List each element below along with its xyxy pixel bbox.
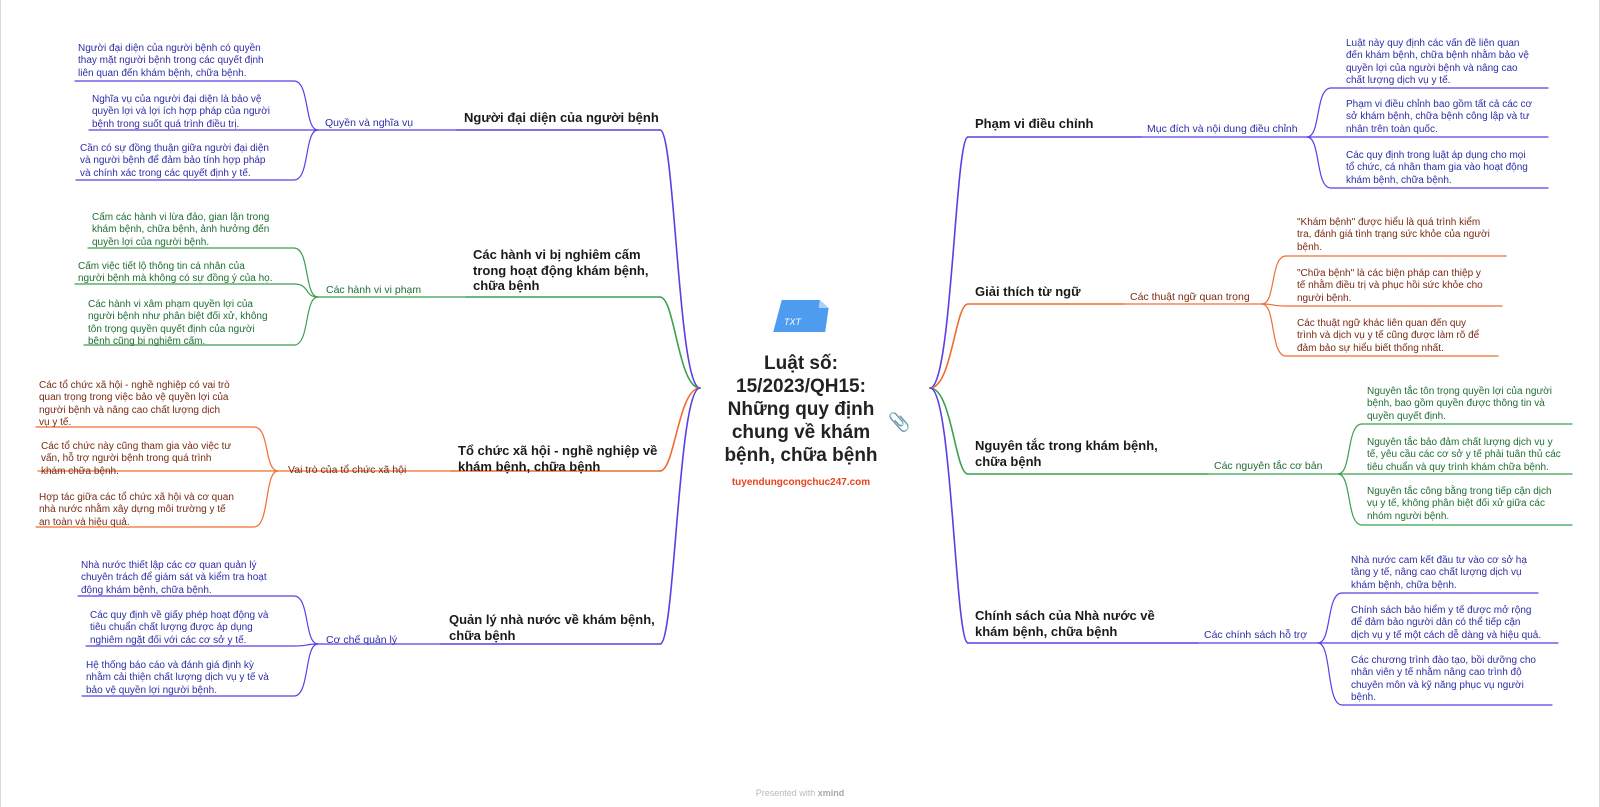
branch-left-3-sub[interactable]: Cơ chế quản lý (326, 634, 398, 646)
branch-right-1-leaf-2[interactable]: Các thuật ngữ khác liên quan đến quy trì… (1297, 318, 1480, 354)
branch-right-1-title[interactable]: Giải thích từ ngữ (975, 284, 1081, 299)
branch-left-1-leaf-0[interactable]: Cấm các hành vi lừa đảo, gian lận trong … (92, 212, 270, 248)
connector-left-0-trunk (659, 129, 701, 389)
connector-right-3-trunk (929, 387, 969, 644)
connector-left-2-leaf-2 (35, 470, 279, 528)
branch-left-0-leaf-2[interactable]: Cần có sự đồng thuận giữa người đại diện… (80, 143, 269, 179)
connector-left-3-leaf-0 (77, 595, 319, 645)
txt-icon-label: TXT (784, 317, 803, 327)
connector-right-2-leaf-2 (1337, 473, 1573, 526)
footer-prefix: Presented with (755, 788, 816, 798)
branch-right-1-leaf-0[interactable]: "Khám bệnh" được hiểu là quá trình kiểm … (1297, 217, 1490, 253)
connector-right-2-leaf-0 (1337, 423, 1573, 475)
branch-left-1-leaf-2[interactable]: Các hành vi xâm phạm quyền lợi của người… (88, 299, 268, 348)
branch-right-0-leaf-0[interactable]: Luật này quy định các vấn đề liên quan đ… (1346, 38, 1529, 87)
central-topic-url[interactable]: tuyendungcongchuc247.com (731, 477, 871, 488)
connector-left-0-leaf-2 (75, 129, 319, 181)
connector-right-1-leaf-0 (1261, 255, 1507, 305)
footer-credit: Presented with xmind (0, 788, 1600, 798)
branch-left-1-title[interactable]: Các hành vi bị nghiêm cấm trong hoạt độn… (473, 247, 649, 293)
branch-left-3-title[interactable]: Quản lý nhà nước về khám bệnh, chữa bệnh (449, 612, 655, 643)
connector-right-2-trunk (929, 387, 969, 475)
connector-left-3-trunk (659, 387, 701, 645)
connector-left-3-leaf-2 (81, 643, 319, 697)
attachment-icon[interactable]: 📎 (888, 412, 911, 432)
branch-right-3-leaf-1[interactable]: Chính sách bảo hiểm y tế được mở rộng để… (1351, 605, 1542, 641)
connector-right-3-leaf-2 (1317, 642, 1553, 706)
branch-right-2-leaf-0[interactable]: Nguyên tắc tôn trọng quyền lợi của người… (1367, 386, 1552, 422)
branch-right-0-leaf-2[interactable]: Các quy định trong luật áp dụng cho mọi … (1346, 150, 1528, 186)
branch-right-2-leaf-2[interactable]: Nguyên tắc công bằng trong tiếp cận dịch… (1367, 486, 1552, 522)
central-topic-title[interactable]: Luật số: 15/2023/QH15: Những quy định ch… (724, 353, 878, 466)
connector-right-1-leaf-1 (1261, 303, 1503, 307)
connector-right-1-leaf-2 (1261, 303, 1499, 357)
branch-left-0-sub[interactable]: Quyền và nghĩa vụ (325, 117, 414, 129)
branch-right-3-sub[interactable]: Các chính sách hỗ trợ (1204, 629, 1308, 641)
branch-left-2-leaf-0[interactable]: Các tổ chức xã hội - nghề nghiệp có vai … (39, 380, 230, 429)
branch-left-3-leaf-0[interactable]: Nhà nước thiết lập các cơ quan quản lý c… (81, 560, 267, 596)
branch-right-3-leaf-2[interactable]: Các chương trình đào tạo, bồi dưỡng cho … (1351, 655, 1536, 704)
connector-right-0-trunk (929, 136, 969, 389)
connector-left-2-leaf-0 (35, 426, 279, 472)
branch-right-1-leaf-1[interactable]: "Chữa bệnh" là các biện pháp can thiệp y… (1297, 268, 1483, 304)
connector-left-1-trunk (659, 296, 701, 389)
branch-left-1-leaf-1[interactable]: Cấm việc tiết lộ thông tin cá nhân của n… (78, 261, 273, 285)
branch-left-2-sub[interactable]: Vai trò của tổ chức xã hội (288, 464, 407, 476)
connector-right-0-leaf-0 (1306, 87, 1549, 138)
branch-right-1-sub[interactable]: Các thuật ngữ quan trọng (1130, 291, 1250, 303)
connector-left-2-trunk (659, 387, 701, 472)
connector-left-3-leaf-1 (85, 643, 319, 647)
branch-left-2-leaf-1[interactable]: Các tổ chức này cũng tham gia vào việc t… (41, 441, 232, 477)
connector-right-1-trunk (929, 303, 969, 389)
connector-right-0-leaf-2 (1306, 136, 1549, 189)
branch-right-0-leaf-1[interactable]: Phạm vi điều chỉnh bao gồm tất cả các cơ… (1346, 99, 1533, 135)
branch-right-0-title[interactable]: Phạm vi điều chỉnh (975, 116, 1094, 131)
branch-right-3-leaf-0[interactable]: Nhà nước cam kết đầu tư vào cơ sở hạ tần… (1351, 555, 1527, 591)
page-frame-left (0, 0, 1, 807)
connector-right-3-leaf-0 (1317, 592, 1539, 644)
branch-left-2-leaf-2[interactable]: Hợp tác giữa các tổ chức xã hội và cơ qu… (39, 492, 234, 528)
txt-file-icon[interactable]: TXT (772, 298, 830, 336)
branch-right-2-sub[interactable]: Các nguyên tắc cơ bản (1214, 460, 1323, 472)
branch-right-2-title[interactable]: Nguyên tắc trong khám bệnh, chữa bệnh (975, 438, 1158, 469)
branch-left-0-leaf-0[interactable]: Người đại diện của người bệnh có quyền t… (78, 43, 264, 79)
connector-left-0-leaf-0 (74, 80, 319, 131)
branch-left-3-leaf-2[interactable]: Hệ thống báo cáo và đánh giá định kỳ nhằ… (86, 660, 269, 696)
branch-left-0-title[interactable]: Người đại diện của người bệnh (464, 110, 659, 125)
branch-right-3-title[interactable]: Chính sách của Nhà nước về khám bệnh, ch… (975, 608, 1155, 639)
branch-left-2-title[interactable]: Tổ chức xã hội - nghề nghiệp về khám bện… (458, 443, 658, 474)
branch-right-0-sub[interactable]: Mục đích và nội dung điều chỉnh (1147, 123, 1298, 135)
connector-left-1-leaf-2 (83, 296, 319, 346)
branch-right-2-leaf-1[interactable]: Nguyên tắc bảo đảm chất lượng dịch vụ y … (1367, 437, 1561, 473)
footer-brand: xmind (817, 788, 845, 798)
branch-left-0-leaf-1[interactable]: Nghĩa vụ của người đại diện là bảo vệ qu… (92, 94, 271, 130)
branch-left-3-leaf-1[interactable]: Các quy định về giấy phép hoạt động và t… (90, 610, 269, 646)
connector-left-1-leaf-0 (87, 247, 319, 298)
branch-left-1-sub[interactable]: Các hành vi vi phạm (326, 284, 422, 296)
connector-left-1-leaf-1 (74, 283, 319, 298)
